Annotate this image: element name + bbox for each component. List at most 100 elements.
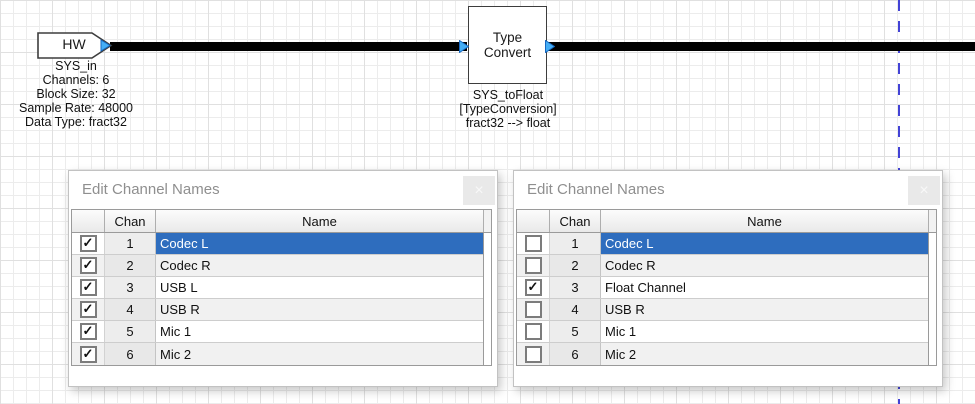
channel-name-cell[interactable]: Codec R [601,255,928,276]
block-samplerate-label: Sample Rate: 48000 [19,101,133,115]
channel-checkbox[interactable] [524,345,542,363]
table-header-row: Chan Name [517,210,936,233]
checkbox-cell [517,343,550,365]
checkbox-cell [517,299,550,320]
channel-checkbox[interactable] [524,301,542,318]
dialog-title: Edit Channel Names [527,181,665,198]
channel-number: 5 [550,321,601,342]
checkbox-cell: ✓ [72,255,105,276]
channel-number: 2 [550,255,601,276]
header-gutter [484,210,491,232]
channel-checkbox[interactable] [524,235,542,252]
channel-checkbox[interactable]: ✓ [79,345,97,363]
close-icon[interactable]: × [908,176,940,205]
channel-name-cell[interactable]: Mic 2 [601,343,928,365]
hw-block-shape[interactable] [37,32,113,59]
checkbox-cell: ✓ [72,299,105,320]
checkbox-cell: ✓ [517,277,550,298]
checkbox-cell: ✓ [72,321,105,342]
close-icon[interactable]: × [463,176,495,205]
wire-typeconvert-output[interactable] [545,42,975,51]
channel-number: 4 [105,299,156,320]
channel-checkbox[interactable]: ✓ [79,323,97,340]
channel-number: 4 [550,299,601,320]
channel-name-cell[interactable]: Mic 1 [156,321,483,342]
hw-block-labels: SYS_in Channels: 6 Block Size: 32 Sample… [0,59,152,129]
block-title-line: Type [492,30,523,45]
block-blocksize-label: Block Size: 32 [36,87,116,101]
block-datatype-label: Data Type: fract32 [25,115,127,129]
checkbox-cell: ✓ [72,343,105,365]
checkbox-cell [517,233,550,254]
channel-number: 5 [105,321,156,342]
channel-checkbox[interactable]: ✓ [79,257,97,274]
channel-name-cell[interactable]: Mic 2 [156,343,483,365]
checkbox-cell: ✓ [72,233,105,254]
channel-number: 6 [550,343,601,365]
block-instance-name: SYS_toFloat [472,88,544,102]
channel-checkbox[interactable]: ✓ [79,301,97,318]
output-pin-icon[interactable] [545,40,555,53]
checkbox-cell [517,255,550,276]
type-convert-labels: SYS_toFloat [TypeConversion] fract32 -->… [418,88,598,130]
dialog-titlebar[interactable]: Edit Channel Names × [514,171,942,209]
channel-name-cell[interactable]: Float Channel [601,277,928,298]
column-header-name: Name [156,210,484,232]
output-pin-icon[interactable] [100,39,111,52]
channel-number: 1 [105,233,156,254]
block-class-label: [TypeConversion] [459,102,557,116]
column-header-chan: Chan [550,210,601,232]
type-convert-block[interactable]: Type Convert [459,6,555,84]
block-title: HW [62,36,86,52]
channel-name-cell[interactable]: Codec L [156,233,483,254]
dialog-titlebar[interactable]: Edit Channel Names × [69,171,497,209]
channel-checkbox[interactable] [524,323,542,340]
channel-name-cell[interactable]: USB R [601,299,928,320]
channel-number: 2 [105,255,156,276]
column-header-name: Name [601,210,929,232]
input-pin-icon[interactable] [459,40,469,53]
wire-sysin-to-typeconvert[interactable] [110,42,467,51]
hw-input-block[interactable]: HW [36,31,116,61]
channel-checkbox[interactable]: ✓ [79,235,97,252]
channel-checkbox[interactable] [524,257,542,274]
channel-name-cell[interactable]: USB R [156,299,483,320]
block-conversion-label: fract32 --> float [465,116,551,130]
channel-name-cell[interactable]: USB L [156,277,483,298]
channel-name-cell[interactable]: Codec L [601,233,928,254]
checkbox-cell: ✓ [72,277,105,298]
channel-checkbox[interactable]: ✓ [524,279,542,296]
table-header-row: Chan Name [72,210,491,233]
checkbox-cell [517,321,550,342]
block-instance-name: SYS_in [55,59,97,73]
header-gutter [929,210,936,232]
checkbox-column-header [72,210,105,232]
block-title-line: Convert [483,45,532,60]
channel-number: 3 [105,277,156,298]
channel-name-cell[interactable]: Mic 1 [601,321,928,342]
block-channels-label: Channels: 6 [42,73,110,87]
column-header-chan: Chan [105,210,156,232]
channel-checkbox[interactable]: ✓ [79,279,97,296]
channel-name-cell[interactable]: Codec R [156,255,483,276]
channel-number: 6 [105,343,156,365]
